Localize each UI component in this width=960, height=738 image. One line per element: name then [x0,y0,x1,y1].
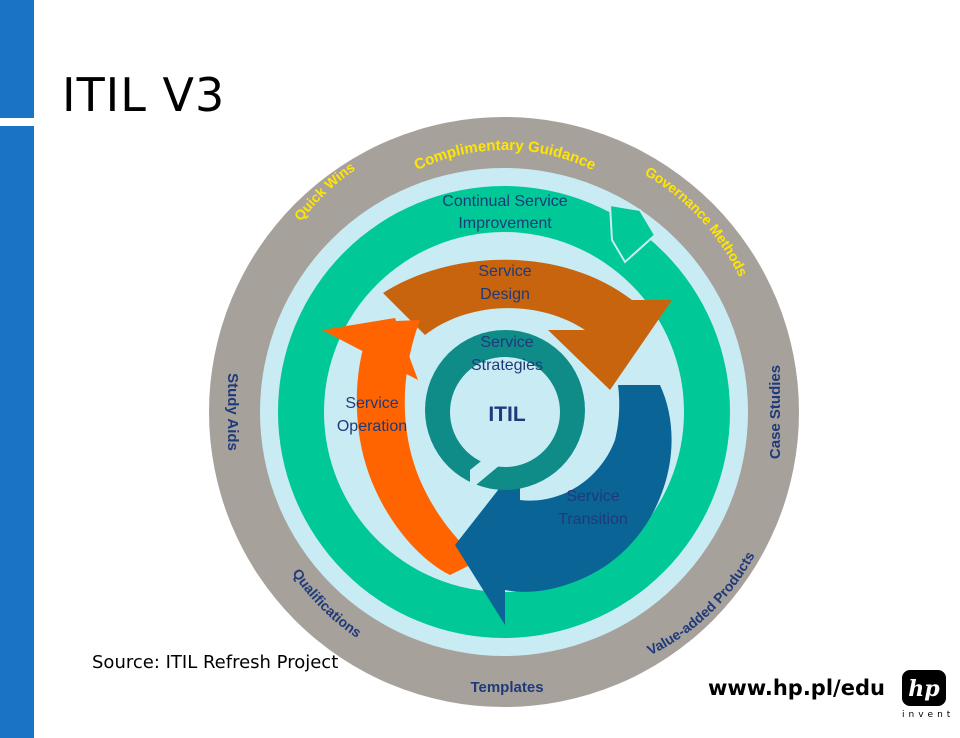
website-link[interactable]: www.hp.pl/edu [708,676,885,700]
page-title: ITIL V3 [62,68,226,122]
svg-text:hp: hp [908,676,940,702]
csi-label-line1: Continual Service [442,193,568,210]
itil-core-label: ITIL [488,403,525,426]
design-label-line1: Service [478,263,531,280]
service-operation-arrow-head [322,318,418,380]
hp-logo: hp [902,670,946,706]
operation-label-line2: Operation [337,418,407,435]
strategies-arrow-tail [470,450,500,490]
csi-label-line2: Improvement [458,215,552,232]
strategies-label-line1: Service [480,334,533,351]
itil-core [450,357,560,467]
design-label-line2: Design [480,286,530,303]
operation-label-line1: Service [345,395,398,412]
case-studies-label: Case Studies [767,365,784,459]
csi-arrow-head [608,203,657,264]
left-accent-bar [0,0,34,738]
service-transition-arrow [455,385,672,625]
service-design-arrow [383,259,672,390]
study-aids-label: Study Aids [224,373,241,451]
accent-notch [0,118,34,126]
transition-label-line2: Transition [558,511,628,528]
service-operation-arrow [356,320,480,575]
strategies-label-line2: Strategies [471,357,543,374]
transition-label-line1: Service [566,488,619,505]
hp-tagline: invent [902,710,955,720]
templates-label: Templates [470,679,543,696]
source-caption: Source: ITIL Refresh Project [92,652,339,673]
